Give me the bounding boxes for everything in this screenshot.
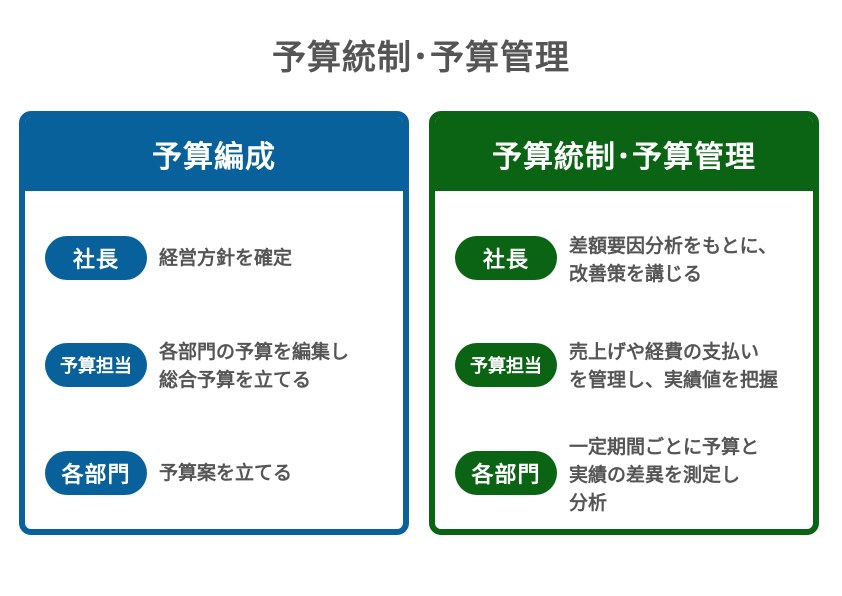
role-description: 一定期間ごとに予算と 実績の差異を測定し 分析	[569, 436, 760, 514]
panel-header: 予算統制･予算管理	[435, 117, 813, 191]
page-title: 予算統制･予算管理	[272, 38, 570, 78]
role-description: 予算案を立てる	[159, 462, 293, 484]
role-badge: 社長	[455, 236, 557, 280]
panel-header: 予算編成	[25, 117, 403, 191]
role-badge: 各部門	[45, 451, 147, 495]
role-description: 経営方針を確定	[159, 247, 293, 269]
role-badge: 社長	[45, 236, 147, 280]
role-badge: 予算担当	[455, 343, 557, 387]
role-description: 差額要因分析をもとに、 改善策を講じる	[569, 235, 778, 285]
role-description: 売上げや経費の支払い を管理し、実績値を把握	[569, 341, 779, 391]
role-badge: 各部門	[455, 451, 557, 495]
role-badge: 予算担当	[45, 343, 147, 387]
budget-planning-panel: 予算編成 社長 経営方針を確定 予算担当 各部門の予算を編集し 総合予算を立てる…	[19, 111, 409, 535]
budget-control-panel: 予算統制･予算管理 社長 差額要因分析をもとに、 改善策を講じる 予算担当 売上…	[429, 111, 819, 535]
role-description: 各部門の予算を編集し 総合予算を立てる	[159, 341, 350, 391]
